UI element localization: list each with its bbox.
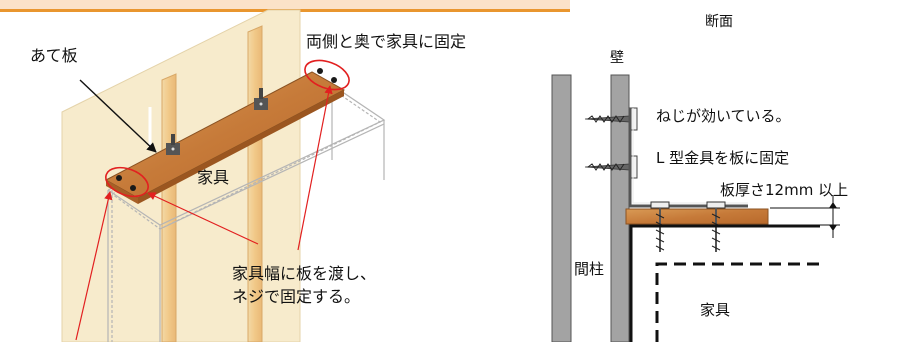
wall-section-left: [551, 74, 572, 342]
label-furniture-iso: 家具: [197, 168, 230, 187]
furniture-top-line: [629, 224, 820, 342]
highlight-ring-left: [105, 166, 149, 198]
furniture-inner-dashed: [655, 262, 820, 342]
board-section: [625, 208, 769, 225]
red-arrow-bottom-left: [75, 191, 113, 341]
label-stud: 間柱: [574, 260, 605, 278]
l-bracket-left: [166, 134, 180, 155]
highlight-ring-right: [304, 59, 350, 91]
label-furniture-section: 家具: [700, 301, 731, 319]
screw-heads-right: [317, 68, 337, 83]
label-section-title: 断面: [705, 14, 733, 30]
thickness-indicator: [770, 195, 840, 238]
arrow-to-board: [79, 79, 157, 153]
board-screw-left: [650, 201, 670, 252]
label-bridge-board: 家具幅に板を渡し、: [232, 264, 377, 283]
label-thickness: 板厚さ12mm 以上: [720, 181, 849, 199]
screw-heads-left: [116, 175, 136, 191]
label-fix-screws: ネジで固定する。: [232, 287, 361, 306]
backing-board-edge: [106, 180, 138, 204]
l-bracket-right: [254, 88, 268, 110]
backing-board-side: [138, 90, 344, 204]
board-screw-right: [706, 201, 726, 252]
label-backing-board: あて板: [30, 46, 78, 65]
isometric-diagram: [61, 9, 386, 342]
label-wall: 壁: [610, 50, 624, 66]
label-fix-both-sides: 両側と奥で家具に固定: [306, 32, 467, 51]
red-arrow-to-left-ring: [147, 192, 259, 245]
red-arrow-up-right: [297, 85, 333, 251]
section-diagram: [551, 74, 840, 342]
stud-left: [161, 73, 177, 342]
label-screw-effective: ねじが効いている。: [656, 107, 791, 125]
label-l-bracket: L 型金具を板に固定: [656, 149, 790, 167]
